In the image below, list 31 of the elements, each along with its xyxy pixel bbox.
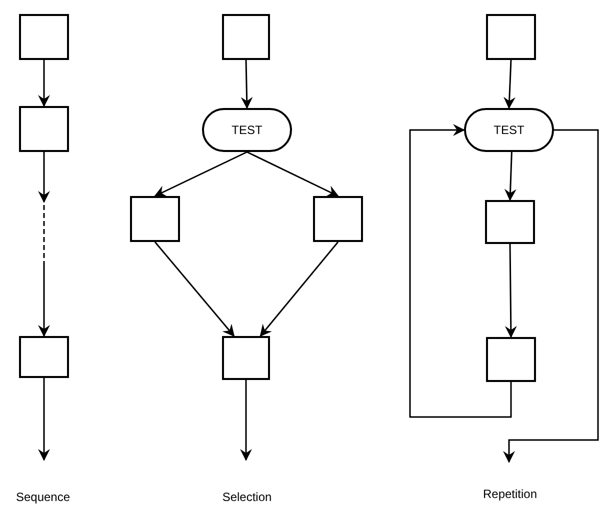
caption-text: Sequence <box>16 489 70 505</box>
arrow <box>503 60 516 109</box>
caption-text: Selection <box>222 489 272 505</box>
arrow <box>503 129 599 463</box>
process-box <box>485 200 535 244</box>
process-box <box>130 196 180 242</box>
caption-text: Repetition <box>482 486 538 502</box>
node-label: TEST <box>232 122 262 138</box>
arrow <box>38 60 50 107</box>
process-box <box>19 106 69 152</box>
process-box <box>19 336 69 378</box>
arrow <box>504 152 516 201</box>
arrow <box>38 378 50 461</box>
arrow <box>246 151 339 197</box>
terminal-pill <box>202 108 292 152</box>
arrow <box>38 152 50 336</box>
process-box <box>313 196 363 242</box>
arrow <box>240 60 253 109</box>
arrow <box>154 151 248 197</box>
process-box <box>486 337 536 382</box>
arrow <box>154 242 235 337</box>
process-box <box>19 14 69 60</box>
process-box <box>486 14 536 60</box>
arrow <box>240 380 252 461</box>
process-box <box>222 14 270 60</box>
terminal-pill <box>464 108 554 152</box>
arrow <box>409 124 512 418</box>
arrow <box>260 242 339 337</box>
node-label: TEST <box>494 122 524 138</box>
arrow <box>504 244 517 338</box>
process-box <box>222 336 270 380</box>
